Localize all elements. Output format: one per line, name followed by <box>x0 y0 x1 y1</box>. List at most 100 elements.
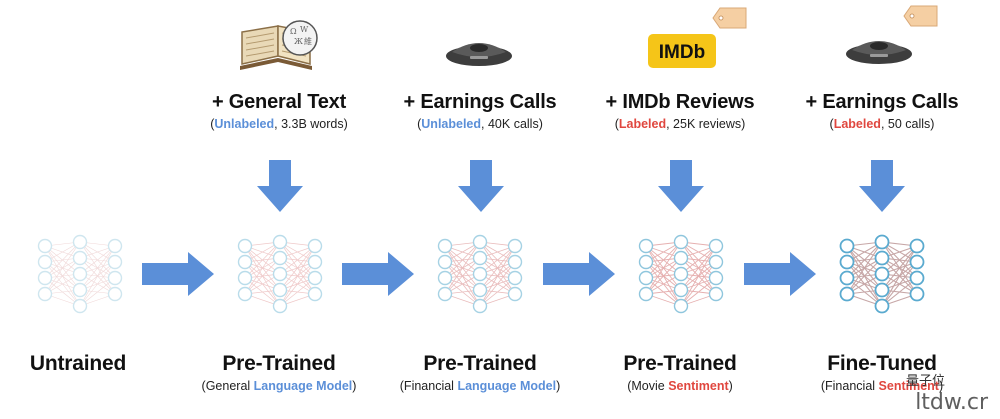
network-edge <box>680 245 717 275</box>
network-node <box>507 286 523 302</box>
network-node <box>472 282 488 298</box>
network-node <box>638 270 654 286</box>
network-node <box>72 282 88 298</box>
network-edge <box>44 257 81 295</box>
neural-net-fine-tuned <box>839 234 925 314</box>
neural-net-untrained <box>37 234 123 314</box>
network-node <box>507 238 523 254</box>
network-edge <box>79 245 116 307</box>
network-node <box>272 234 288 250</box>
stage-subtitle: (Financial Language Model) <box>399 379 561 393</box>
labeled-tag: Labeled <box>618 117 667 131</box>
source-title: + Earnings Calls <box>403 91 557 113</box>
network-edge <box>444 241 481 295</box>
network-node <box>472 298 488 314</box>
network-edge <box>279 277 316 307</box>
network-edge <box>479 277 516 307</box>
network-node <box>272 266 288 282</box>
network-node <box>307 270 323 286</box>
down-arrow <box>658 160 704 212</box>
stage-pretrained-general: Pre-Trained (General Language Model) <box>179 352 379 393</box>
network-node <box>909 270 925 286</box>
network-node <box>909 254 925 270</box>
network-edge <box>479 261 516 307</box>
network-edge <box>44 241 81 279</box>
network-edge <box>79 261 116 307</box>
network-node <box>673 250 689 266</box>
network-node <box>708 270 724 286</box>
network-node <box>909 238 925 254</box>
source-general-text: + General Text (Unlabeled, 3.3B words) <box>179 91 379 131</box>
stage-subtitle: (Movie Sentiment) <box>627 379 733 393</box>
network-node <box>437 286 453 302</box>
stage-subtitle: (General Language Model) <box>201 379 357 393</box>
network-node <box>638 254 654 270</box>
labeled-tag: Labeled <box>833 117 881 131</box>
source-title: + IMDb Reviews <box>605 91 755 113</box>
network-node <box>37 270 53 286</box>
network-edge <box>244 241 281 295</box>
network-node <box>673 282 689 298</box>
network-node <box>708 238 724 254</box>
source-subtitle: (Labeled, 50 calls) <box>829 117 935 131</box>
network-node <box>673 298 689 314</box>
network-node <box>874 234 890 250</box>
network-node <box>437 254 453 270</box>
network-node <box>874 266 890 282</box>
network-node <box>437 238 453 254</box>
network-edge <box>279 245 316 307</box>
network-node <box>272 282 288 298</box>
network-node <box>673 266 689 282</box>
network-node <box>307 286 323 302</box>
network-node <box>874 298 890 314</box>
stage-title: Untrained <box>29 352 127 375</box>
network-node <box>673 234 689 250</box>
network-node <box>107 238 123 254</box>
source-subtitle: (Unlabeled, 40K calls) <box>417 117 543 131</box>
stage-fine-tuned: Fine-Tuned (Financial Sentiment) <box>782 352 982 393</box>
network-node <box>237 270 253 286</box>
network-node <box>237 238 253 254</box>
network-edge <box>846 241 883 279</box>
network-edge <box>444 241 481 279</box>
network-node <box>72 298 88 314</box>
network-node <box>839 238 855 254</box>
network-node <box>472 234 488 250</box>
network-node <box>839 270 855 286</box>
network-node <box>874 282 890 298</box>
stage-subtitle: (Financial Sentiment) <box>820 379 944 393</box>
network-edge <box>881 277 918 307</box>
network-edge <box>881 245 918 307</box>
price-tag-icon <box>903 4 939 33</box>
network-edge <box>881 245 918 291</box>
stage-pretrained-movie: Pre-Trained (Movie Sentiment) <box>580 352 780 393</box>
right-arrow <box>142 252 214 296</box>
source-earnings-calls-labeled: + Earnings Calls (Labeled, 50 calls) <box>782 91 982 131</box>
stage-pretrained-financial: Pre-Trained (Financial Language Model) <box>380 352 580 393</box>
network-edge <box>846 257 883 295</box>
network-edge <box>881 245 918 275</box>
network-node <box>237 254 253 270</box>
network-edge <box>645 241 682 279</box>
network-node <box>107 270 123 286</box>
source-earnings-calls-unlabeled: + Earnings Calls (Unlabeled, 40K calls) <box>380 91 580 131</box>
network-edge <box>79 245 116 275</box>
imdb-logo-icon: IMDb <box>648 34 716 73</box>
network-node <box>708 254 724 270</box>
network-edge <box>680 245 717 291</box>
right-arrow <box>342 252 414 296</box>
down-arrow <box>458 160 504 212</box>
network-edge <box>680 245 717 307</box>
network-node <box>472 250 488 266</box>
network-edge <box>279 261 316 307</box>
network-node <box>72 234 88 250</box>
svg-text:Ω: Ω <box>290 27 297 36</box>
network-node <box>839 254 855 270</box>
conference-phone-icon <box>444 32 514 73</box>
network-edge <box>680 261 717 307</box>
network-node <box>72 250 88 266</box>
network-node <box>107 254 123 270</box>
network-edge <box>645 241 682 295</box>
